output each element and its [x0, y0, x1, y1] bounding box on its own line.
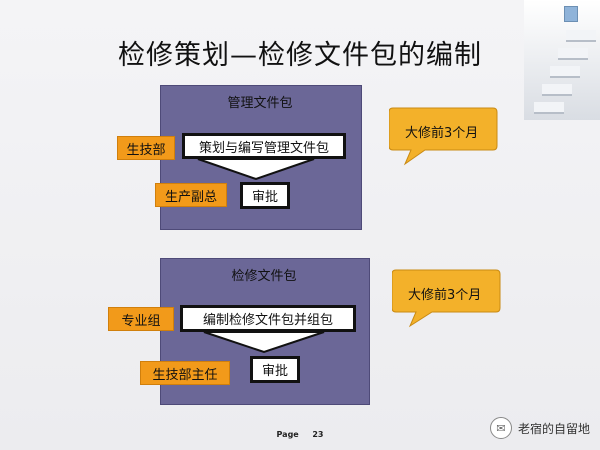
approve-box-1: 审批: [240, 182, 290, 209]
role-tag-production-vp: 生产副总: [155, 183, 227, 207]
watermark-text: 老宿的自留地: [517, 421, 590, 436]
slide-title: 检修策划—检修文件包的编制: [118, 40, 482, 71]
plan-write-management-package-box: 策划与编写管理文件包: [182, 133, 346, 159]
stairs-decoration: [524, 0, 600, 120]
approve-box-2: 审批: [250, 356, 300, 383]
flow-arrow-1: [197, 158, 315, 181]
management-package-title: 管理文件包: [227, 96, 293, 111]
watermark: ✉ 老宿的自留地: [489, 417, 590, 439]
role-tag-tech-dept: 生技部: [117, 136, 175, 160]
flow-arrow-2: [203, 331, 325, 354]
page-number: 23: [312, 430, 324, 439]
role-tag-tech-dept-director: 生技部主任: [140, 361, 230, 385]
compile-maintenance-package-box: 编制检修文件包并组包: [180, 305, 356, 332]
callout-timing-1: 大修前3个月: [389, 106, 499, 166]
page-label: Page: [276, 430, 299, 439]
role-tag-specialty-group: 专业组: [108, 307, 174, 331]
wechat-icon: ✉: [489, 417, 512, 439]
page-footer: Page 23: [0, 430, 600, 439]
callout-timing-2: 大修前3个月: [392, 268, 502, 328]
callout-text-1: 大修前3个月: [405, 126, 479, 141]
callout-text-2: 大修前3个月: [408, 288, 482, 303]
maintenance-package-title: 检修文件包: [231, 269, 297, 284]
